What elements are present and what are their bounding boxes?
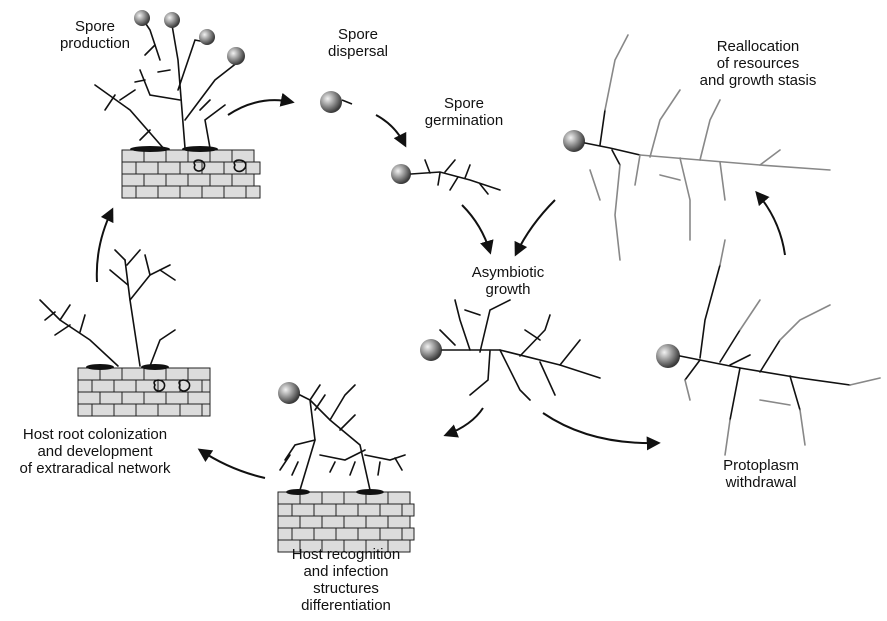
arrow-dispersal-to-germination [376, 115, 405, 145]
spore-icon [227, 47, 245, 65]
label-spore-germination: Spore germination [412, 95, 516, 129]
host-recognition-illustration [278, 382, 414, 552]
spore-icon [656, 344, 680, 368]
arrow-production-to-dispersal [228, 100, 292, 115]
asymbiotic-growth-illustration [420, 300, 600, 400]
arrow-reallocation-to-asymbiotic [516, 200, 555, 254]
label-asymbiotic-growth: Asymbiotic growth [456, 264, 560, 298]
label-protoplasm-withdrawal: Protoplasm withdrawal [706, 457, 816, 491]
spore-icon [420, 339, 442, 361]
arrow-colonization-to-production [97, 210, 112, 282]
spore-icon [199, 29, 215, 45]
spore-icon [278, 382, 300, 404]
arrow-recognition-to-colonization [200, 450, 265, 478]
label-spore-production: Spore production [50, 18, 140, 52]
host-root-colonization-illustration [40, 250, 210, 416]
root-cells [278, 492, 414, 552]
protoplasm-withdrawal-illustration [656, 240, 880, 455]
spore-icon [563, 130, 585, 152]
spore-germination-illustration [391, 160, 500, 194]
arrow-asymbiotic-to-recognition [446, 408, 483, 435]
spore-icon [164, 12, 180, 28]
spore-icon [391, 164, 411, 184]
arrow-withdrawal-to-reallocation [757, 193, 785, 255]
label-host-root-colonization: Host root colonization and development o… [0, 426, 190, 477]
label-host-recognition: Host recognition and infection structure… [278, 546, 414, 614]
label-spore-dispersal: Spore dispersal [318, 26, 398, 60]
arrow-germination-to-asymbiotic [462, 205, 490, 252]
spore-icon [320, 91, 342, 113]
arrow-asymbiotic-to-withdrawal [543, 413, 658, 443]
root-cells [122, 150, 260, 198]
root-cells [78, 368, 210, 416]
spore-dispersal-illustration [320, 91, 352, 113]
label-reallocation: Reallocation of resources and growth sta… [676, 38, 840, 89]
